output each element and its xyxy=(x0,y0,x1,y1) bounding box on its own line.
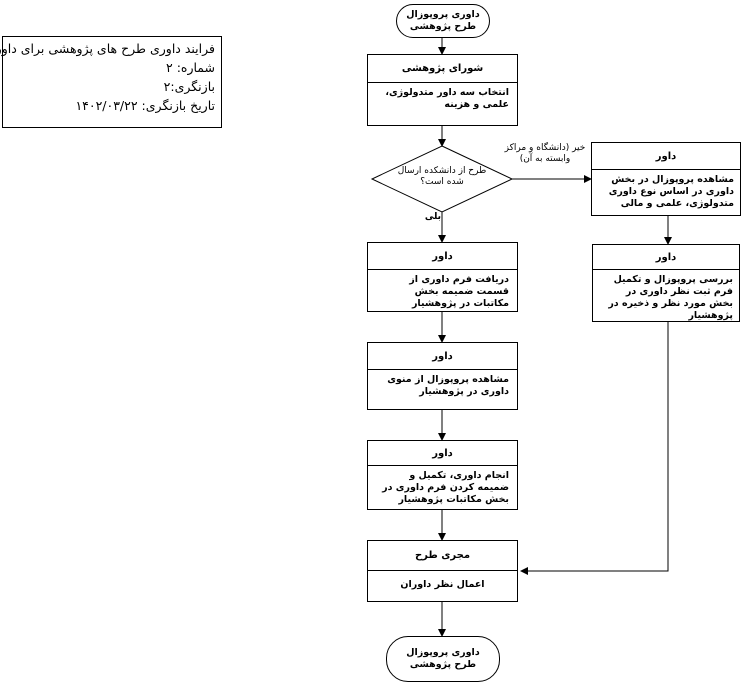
step-do-review: داور انجام داوری، تکمیل و ضمیمه کردن فرم… xyxy=(367,440,518,510)
decision-label: طرح از دانشکده ارسال شده است؟ xyxy=(397,166,487,187)
step-download-form-role: داور xyxy=(368,243,517,270)
start-terminal-label: داوری پروپوزال طرح پژوهشی xyxy=(406,9,480,32)
decision-diamond xyxy=(370,145,514,213)
step-view-proposal: داور مشاهده پروپوزال از منوی داوری در پژ… xyxy=(367,342,518,410)
side-view-proposal: داور مشاهده پروپوزال در بخش داوری در اسا… xyxy=(591,142,741,216)
step-select-reviewers-role: شورای پژوهشی xyxy=(368,55,517,83)
revision-date: تاریخ بازنگری: ۱۴۰۲/۰۳/۲۲ xyxy=(75,98,215,113)
side-submit-review-role: داور xyxy=(593,245,739,270)
side-view-proposal-role: داور xyxy=(592,143,740,170)
decision-no-label: خیر (دانشگاه و مراکز وابسته به آن) xyxy=(504,143,586,164)
decision-yes-label: بلی xyxy=(424,212,442,222)
step-view-proposal-role: داور xyxy=(368,343,517,370)
step-select-reviewers-text: انتخاب سه داور متدولوژی، علمی و هزینه xyxy=(385,87,509,110)
process-title: فرایند داوری طرح های پژوهشی برای داوران xyxy=(0,41,215,56)
step-view-proposal-text: مشاهده پروپوزال از منوی داوری در پژوهشیا… xyxy=(387,374,509,397)
revision-number: بازنگری:۲ xyxy=(163,79,215,94)
step-apply-feedback: مجری طرح اعمال نظر داوران xyxy=(367,540,518,602)
end-terminal: داوری پروپوزال طرح پژوهشی xyxy=(386,636,500,682)
side-submit-review-text: بررسی پروپوزال و تکمیل فرم ثبت نظر داوری… xyxy=(608,274,733,321)
step-select-reviewers: شورای پژوهشی انتخاب سه داور متدولوژی، عل… xyxy=(367,54,518,126)
process-number: شماره: ۲ xyxy=(166,60,215,75)
side-submit-review: داور بررسی پروپوزال و تکمیل فرم ثبت نظر … xyxy=(592,244,740,322)
step-apply-feedback-role: مجری طرح xyxy=(368,541,517,571)
side-view-proposal-text: مشاهده پروپوزال در بخش داوری در اساس نوع… xyxy=(608,174,734,209)
process-info-box: فرایند داوری طرح های پژوهشی برای داوران … xyxy=(0,36,222,128)
start-terminal: داوری پروپوزال طرح پژوهشی xyxy=(396,4,490,38)
end-terminal-label: داوری پروپوزال طرح پژوهشی xyxy=(406,647,480,670)
arrow-side2-to-step5 xyxy=(520,322,669,575)
step-do-review-role: داور xyxy=(368,441,517,466)
step-download-form-text: دریافت فرم داوری از قسمت ضمیمه بخش مکاتب… xyxy=(409,274,509,309)
step-download-form: داور دریافت فرم داوری از قسمت ضمیمه بخش … xyxy=(367,242,518,312)
step-apply-feedback-text: اعمال نظر داوران xyxy=(400,579,485,590)
step-do-review-text: انجام داوری، تکمیل و ضمیمه کردن فرم داور… xyxy=(382,470,509,505)
